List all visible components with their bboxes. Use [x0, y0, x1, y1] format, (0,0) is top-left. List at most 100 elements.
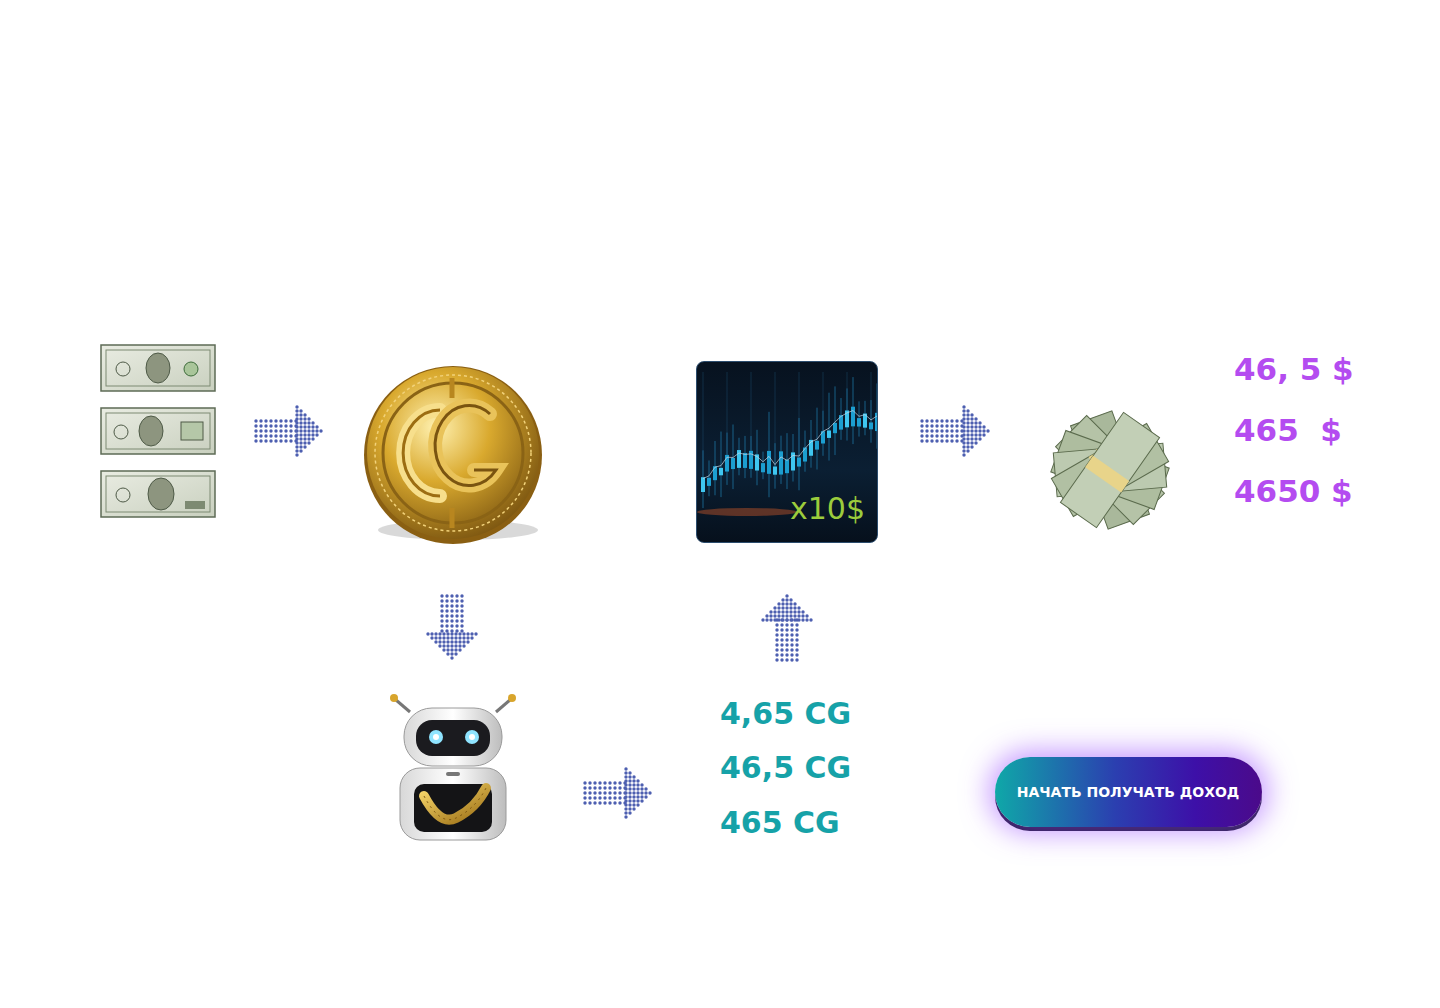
arrow-dot [781, 602, 784, 605]
arrow-dot [440, 604, 443, 607]
arrow-dot [930, 424, 933, 427]
arrow-dot [797, 606, 800, 609]
arrow-dot [962, 413, 965, 416]
arrow-dot [450, 594, 453, 597]
arrow-dot [299, 425, 302, 428]
dollar-bills [101, 345, 215, 517]
arrow-dot [628, 771, 631, 774]
arrow-dot [920, 439, 923, 442]
arrow-dot [295, 453, 298, 456]
arrow-dot [438, 640, 441, 643]
gold-coin [364, 366, 542, 544]
arrow-dot [295, 445, 298, 448]
arrow-dot [970, 441, 973, 444]
arrow-dot [781, 606, 784, 609]
arrow-dot [279, 429, 282, 432]
dotted-arrow [426, 594, 477, 659]
arrow-dot [974, 433, 977, 436]
arrow-dot [945, 429, 948, 432]
arrow-dot [935, 419, 938, 422]
arrow-dot [966, 437, 969, 440]
arrow-dot [618, 791, 621, 794]
arrow-dot [974, 441, 977, 444]
arrow-dot [624, 791, 627, 794]
arrow-dot [454, 640, 457, 643]
arrow-dot [795, 658, 798, 661]
arrow-dot [593, 786, 596, 789]
arrow-dot [274, 424, 277, 427]
arrow-dot [307, 437, 310, 440]
arrow-dot [259, 439, 262, 442]
multiplier-text: x10$ [790, 491, 865, 526]
arrow-dot [785, 638, 788, 641]
arrow-dot [982, 425, 985, 428]
arrow-dot [628, 787, 631, 790]
arrow-dot [593, 781, 596, 784]
arrow-dot [264, 429, 267, 432]
arrow-dot [299, 429, 302, 432]
arrow-dot [450, 609, 453, 612]
arrow-dot [790, 628, 793, 631]
arrow-dot [450, 640, 453, 643]
arrow-dot [805, 618, 808, 621]
arrow-dot [289, 419, 292, 422]
arrow-dot [962, 429, 965, 432]
arrow-dot [962, 433, 965, 436]
arrow-dot [970, 433, 973, 436]
arrow-dot [598, 791, 601, 794]
arrow-dot [264, 434, 267, 437]
arrow-dot [450, 614, 453, 617]
arrow-dot [632, 807, 635, 810]
arrow-dot [640, 783, 643, 786]
arrow-dot [289, 439, 292, 442]
arrow-dot [455, 614, 458, 617]
arrow-dot [781, 614, 784, 617]
arrow-dot [632, 799, 635, 802]
arrow-dot [259, 429, 262, 432]
arrow-dot [442, 648, 445, 651]
arrow-dot [761, 618, 764, 621]
arrow-dot [775, 623, 778, 626]
arrow-dot [446, 652, 449, 655]
arrow-dot [940, 424, 943, 427]
arrow-dot [775, 628, 778, 631]
arrow-dot [608, 786, 611, 789]
arrow-dot [307, 441, 310, 444]
arrow-dot [785, 643, 788, 646]
arrow-dot [603, 796, 606, 799]
arrow-dot [454, 652, 457, 655]
arrow-dot [434, 640, 437, 643]
arrow-dot [780, 618, 783, 621]
arrow-dot [299, 413, 302, 416]
arrow-dot [613, 801, 616, 804]
arrow-dot [295, 429, 298, 432]
arrow-dot [307, 421, 310, 424]
arrow-dot [636, 803, 639, 806]
arrow-dot [289, 434, 292, 437]
arrow-dot [966, 409, 969, 412]
arrow-dot [470, 636, 473, 639]
arrow-dot [970, 421, 973, 424]
arrow-dot [765, 614, 768, 617]
arrow-dot [608, 801, 611, 804]
arrow-dot [299, 421, 302, 424]
arrow-dot [780, 623, 783, 626]
arrow-dot [940, 429, 943, 432]
arrow-dot [583, 791, 586, 794]
arrow-dot [446, 644, 449, 647]
arrow-dot [294, 429, 297, 432]
arrow-dot [962, 441, 965, 444]
arrow-dot [925, 439, 928, 442]
arrow-dot [780, 643, 783, 646]
arrow-dot [445, 599, 448, 602]
arrow-dot [797, 614, 800, 617]
arrow-dot [636, 799, 639, 802]
arrow-dot [593, 801, 596, 804]
arrow-dot [780, 633, 783, 636]
arrow-dot [801, 610, 804, 613]
arrow-dot [920, 419, 923, 422]
arrow-dot [632, 779, 635, 782]
arrow-dot [945, 419, 948, 422]
arrow-dot [795, 633, 798, 636]
arrow-dot [632, 791, 635, 794]
